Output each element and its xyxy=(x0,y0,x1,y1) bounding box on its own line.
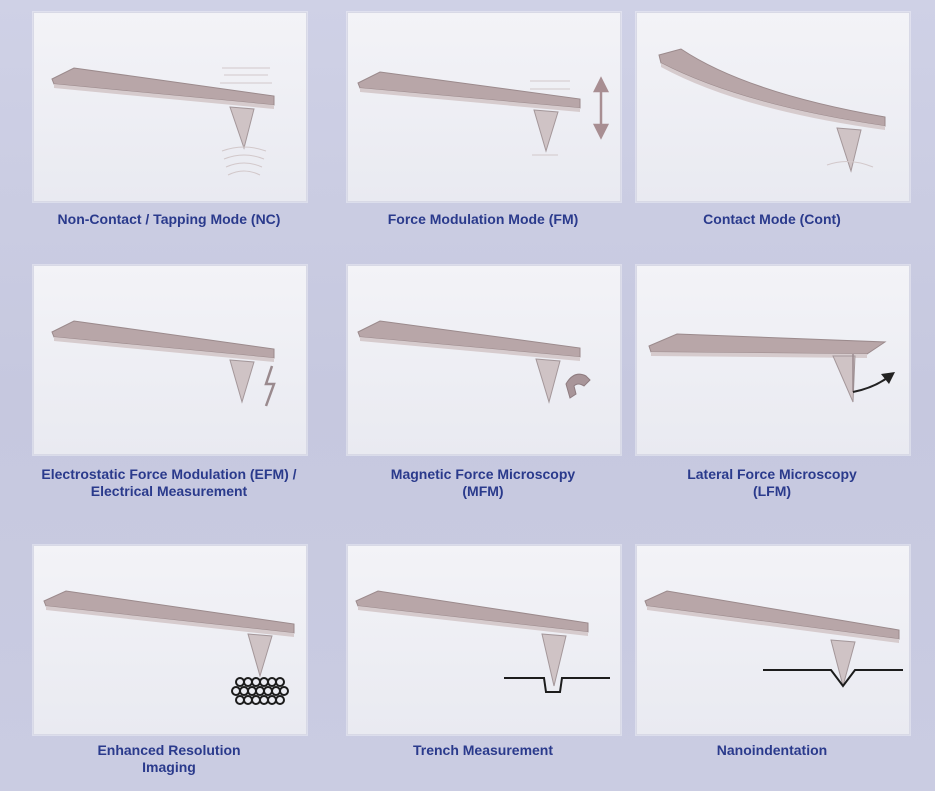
lightning-bolt-icon xyxy=(266,366,274,406)
trench-profile-line xyxy=(504,678,610,692)
caption-efm: Electrostatic Force Modulation (EFM) / E… xyxy=(0,466,338,500)
lfm-cantilever-illustration xyxy=(637,266,909,454)
fm-cantilever-illustration xyxy=(348,13,620,201)
caption-cont: Contact Mode (Cont) xyxy=(620,211,924,228)
panel-lfm xyxy=(636,265,910,455)
mfm-cantilever-illustration xyxy=(348,266,620,454)
lateral-arrow-icon xyxy=(853,378,887,392)
eri-cantilever-illustration xyxy=(34,546,306,734)
panel-trench xyxy=(347,545,621,735)
panel-eri xyxy=(33,545,307,735)
panel-fm xyxy=(347,12,621,202)
vertical-oscillation-arrow-icon xyxy=(595,79,607,137)
caption-lfm: Lateral Force Microscopy (LFM) xyxy=(620,466,924,500)
panel-mfm xyxy=(347,265,621,455)
indentation-profile-line xyxy=(763,670,903,686)
caption-trench: Trench Measurement xyxy=(330,742,636,759)
panel-nano xyxy=(636,545,910,735)
caption-nc: Non-Contact / Tapping Mode (NC) xyxy=(0,211,338,228)
caption-eri: Enhanced Resolution Imaging xyxy=(0,742,338,776)
panel-nc xyxy=(33,12,307,202)
nc-cantilever-illustration xyxy=(34,13,306,201)
horseshoe-magnet-icon xyxy=(566,374,590,398)
caption-fm: Force Modulation Mode (FM) xyxy=(330,211,636,228)
atoms-icon xyxy=(232,678,288,704)
nano-cantilever-illustration xyxy=(637,546,909,734)
cont-cantilever-illustration xyxy=(637,13,909,201)
panel-cont xyxy=(636,12,910,202)
trench-cantilever-illustration xyxy=(348,546,620,734)
panel-efm xyxy=(33,265,307,455)
caption-nano: Nanoindentation xyxy=(620,742,924,759)
efm-cantilever-illustration xyxy=(34,266,306,454)
caption-mfm: Magnetic Force Microscopy (MFM) xyxy=(330,466,636,500)
